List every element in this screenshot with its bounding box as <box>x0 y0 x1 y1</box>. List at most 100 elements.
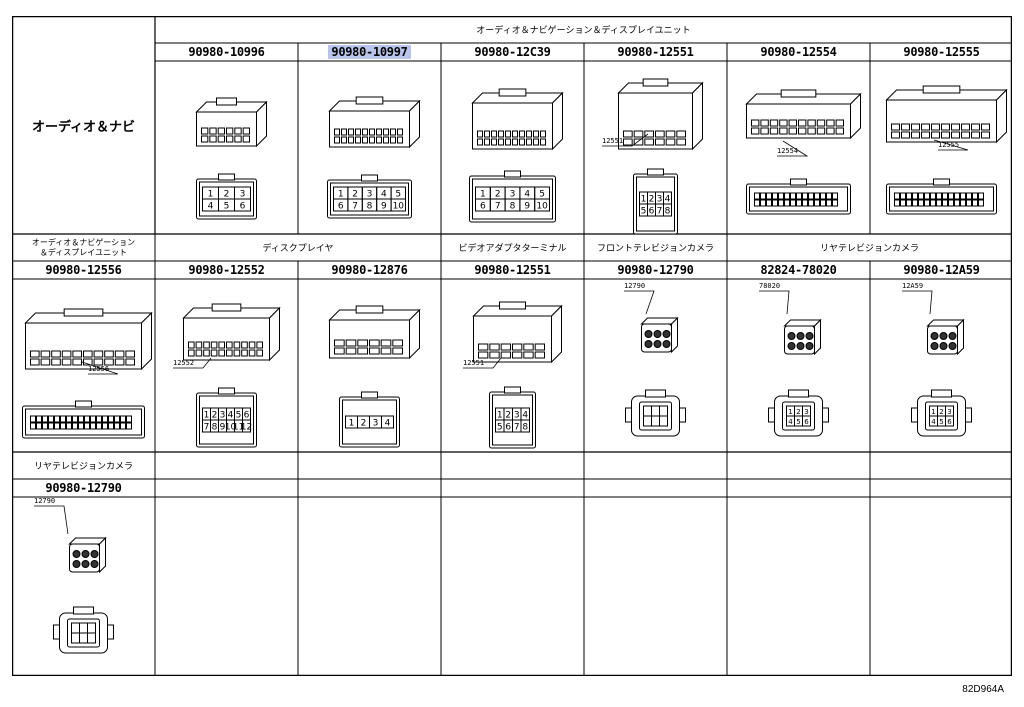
section-label-av-navi: オーディオ＆ナビ <box>12 16 155 234</box>
part-callout-label: 12551 <box>602 137 624 145</box>
connector-housing-figure <box>328 305 421 360</box>
pin-label: 6 <box>505 423 511 433</box>
connector-housing-figure <box>617 78 704 151</box>
part-number-cell: 82824-78020 <box>727 261 870 279</box>
camera-connector-face-figure <box>625 389 686 437</box>
pin-label: 6 <box>240 202 246 212</box>
callout-leader-line <box>463 357 502 369</box>
group-header-rear-camera: リヤテレビジョンカメラ <box>727 234 1012 261</box>
pin-label: 3 <box>220 411 226 421</box>
group-header-row2-av: オーディオ＆ナビゲーション ＆ディスプレイユニット <box>12 234 155 261</box>
group-header-text: フロントテレビジョンカメラ <box>596 244 714 254</box>
group-header-text: ディスクプレイヤ <box>262 244 334 254</box>
connector-face-figure <box>886 178 997 215</box>
callout-leader-line <box>777 140 809 157</box>
group-header-row1: オーディオ＆ナビゲーション＆ディスプレイユニット <box>155 16 1012 43</box>
pin-label: 7 <box>657 207 663 217</box>
pin-label: 9 <box>524 202 530 212</box>
part-number: 90980-10996 <box>188 45 265 59</box>
pin-label: 5 <box>939 418 943 426</box>
pin-label: 1 <box>931 408 935 416</box>
part-number: 90980-12876 <box>331 263 408 277</box>
part-number: 90980-12790 <box>617 263 694 277</box>
part-number: 90980-12552 <box>188 263 265 277</box>
group-header-text-line2: ＆ディスプレイユニット <box>39 247 128 257</box>
pin-label: 10 <box>536 202 548 212</box>
camera-connector-housing-figure <box>640 316 679 354</box>
pin-label: 1 <box>788 408 792 416</box>
camera-connector-housing-figure <box>926 318 965 356</box>
camera-connector-housing-figure <box>68 536 107 574</box>
part-number-cell: 90980-12790 <box>584 261 727 279</box>
pin-label: 5 <box>796 418 800 426</box>
part-callout-label: 12552 <box>173 359 195 367</box>
part-callout-label: 12790 <box>34 497 56 505</box>
group-header-text: オーディオ＆ナビゲーション＆ディスプレイユニット <box>476 26 691 36</box>
group-header-text: リヤテレビジョンカメラ <box>33 462 133 472</box>
pin-label: 10 <box>393 202 405 212</box>
callout-leader-line <box>759 290 790 315</box>
part-number-highlighted: 90980-10997 <box>328 45 411 59</box>
pin-label: 9 <box>220 423 226 433</box>
pin-label: 3 <box>510 190 516 200</box>
pin-label: 4 <box>524 190 530 200</box>
part-number-cell: 90980-12C39 <box>441 43 584 61</box>
part-callout-label: 12A59 <box>902 282 924 290</box>
pin-label: 8 <box>367 202 373 212</box>
part-number-cell: 90980-12876 <box>298 261 441 279</box>
camera-connector-face-figure <box>53 606 114 654</box>
group-header-video-adapter: ビデオアダプタターミナル <box>441 234 584 261</box>
pin-label: 1 <box>338 190 344 200</box>
table-border <box>12 16 1012 676</box>
pin-label: 3 <box>367 190 373 200</box>
pin-label: 4 <box>381 190 387 200</box>
part-number-cell: 90980-12790 <box>12 479 155 497</box>
pin-label: 8 <box>212 423 218 433</box>
pin-label: 3 <box>657 195 663 205</box>
part-number-cell: 90980-12554 <box>727 43 870 61</box>
pin-label: 3 <box>947 408 951 416</box>
callout-leader-line <box>624 290 655 315</box>
connector-face-figure <box>746 178 851 215</box>
pin-label: 2 <box>495 190 501 200</box>
pin-label: 2 <box>352 190 358 200</box>
pin-label: 2 <box>939 408 943 416</box>
pin-label: 8 <box>510 202 516 212</box>
pin-label: 4 <box>385 419 391 429</box>
pin-label: 6 <box>804 418 809 426</box>
pin-label: 8 <box>665 207 671 217</box>
pin-label: 4 <box>665 195 671 205</box>
pin-label: 5 <box>641 207 647 217</box>
pin-label: 4 <box>522 411 528 421</box>
part-number: 90980-12555 <box>903 45 980 59</box>
pin-label: 2 <box>649 195 655 205</box>
pin-label: 5 <box>539 190 545 200</box>
group-header-text: リヤテレビジョンカメラ <box>819 244 919 254</box>
group-header-text: オーディオ＆ナビゲーション <box>31 237 136 247</box>
camera-connector-housing-figure <box>783 318 822 356</box>
part-number: 90980-12551 <box>474 263 551 277</box>
pin-label: 12 <box>241 423 252 433</box>
pin-label: 2 <box>224 190 230 200</box>
part-callout-label: 12551 <box>463 359 485 367</box>
pin-label: 1 <box>641 195 647 205</box>
part-callout-label: 78020 <box>759 282 781 290</box>
connector-housing-figure <box>195 97 268 148</box>
pin-label: 6 <box>947 418 952 426</box>
group-header-front-camera: フロントテレビジョンカメラ <box>584 234 727 261</box>
pin-label: 7 <box>514 423 520 433</box>
part-callout-label: 12554 <box>777 147 799 155</box>
pin-label: 3 <box>373 419 379 429</box>
pin-label: 3 <box>804 408 808 416</box>
pin-label: 4 <box>931 418 936 426</box>
section-label-text: オーディオ＆ナビ <box>31 119 136 135</box>
callout-leader-line <box>902 290 933 315</box>
pin-label: 5 <box>224 202 230 212</box>
part-number: 90980-12551 <box>617 45 694 59</box>
